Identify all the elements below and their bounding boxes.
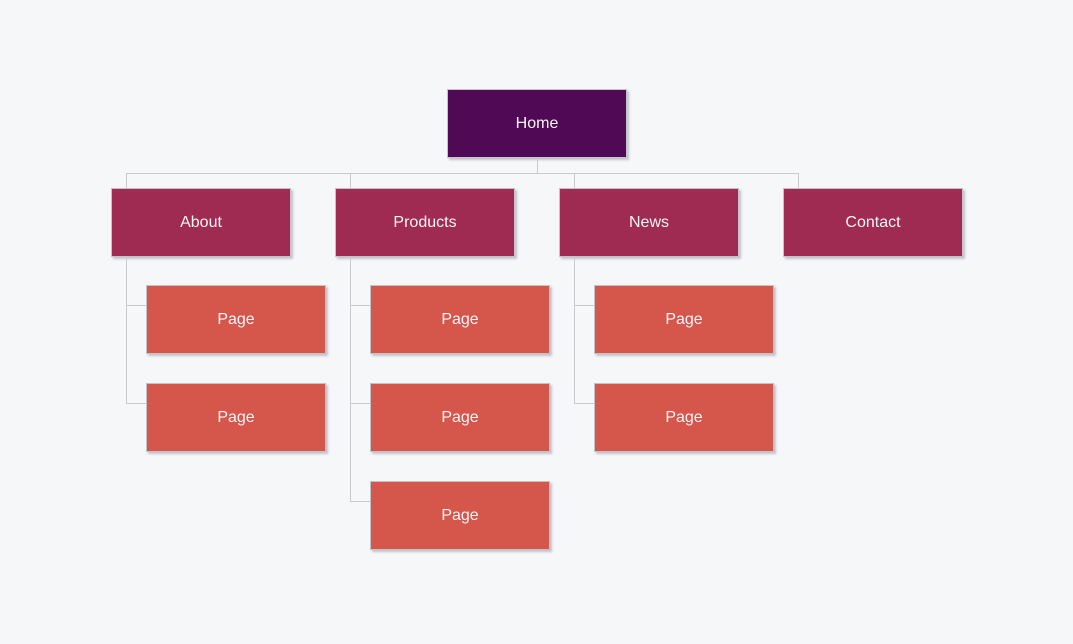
connector-products-page3-stub [350, 501, 370, 502]
node-news-page-2-label: Page [665, 408, 703, 426]
node-contact-label: Contact [845, 213, 901, 231]
connector-products-children-rail [350, 258, 351, 502]
connector-drop-about [126, 174, 127, 188]
connector-main-rail [126, 173, 799, 174]
connector-products-page1-stub [350, 305, 370, 306]
connector-home-stub [537, 159, 538, 173]
node-products-page-3[interactable]: Page [370, 481, 550, 550]
node-about-page-2-label: Page [217, 408, 255, 426]
connector-news-children-rail [574, 258, 575, 404]
connector-products-page2-stub [350, 403, 370, 404]
node-news-page-1[interactable]: Page [594, 285, 774, 354]
connector-drop-contact [798, 174, 799, 188]
node-home[interactable]: Home [447, 89, 627, 158]
node-contact[interactable]: Contact [783, 188, 963, 257]
node-about-page-2[interactable]: Page [146, 383, 326, 452]
node-products-page-3-label: Page [441, 506, 479, 524]
node-home-label: Home [515, 114, 559, 132]
connector-news-page1-stub [574, 305, 594, 306]
node-news-page-1-label: Page [665, 310, 703, 328]
node-news-page-2[interactable]: Page [594, 383, 774, 452]
node-about-page-1[interactable]: Page [146, 285, 326, 354]
connector-about-page2-stub [126, 403, 146, 404]
node-about-page-1-label: Page [217, 310, 255, 328]
connector-news-page2-stub [574, 403, 594, 404]
node-news-label: News [628, 213, 669, 231]
node-products-page-1[interactable]: Page [370, 285, 550, 354]
node-products-label: Products [393, 213, 457, 231]
node-products-page-2[interactable]: Page [370, 383, 550, 452]
node-about-label: About [180, 213, 222, 231]
connector-about-children-rail [126, 258, 127, 404]
node-products-page-2-label: Page [441, 408, 479, 426]
node-about[interactable]: About [111, 188, 291, 257]
connector-drop-products [350, 174, 351, 188]
node-news[interactable]: News [559, 188, 739, 257]
connector-drop-news [574, 174, 575, 188]
node-products[interactable]: Products [335, 188, 515, 257]
node-products-page-1-label: Page [441, 310, 479, 328]
connector-about-page1-stub [126, 305, 146, 306]
